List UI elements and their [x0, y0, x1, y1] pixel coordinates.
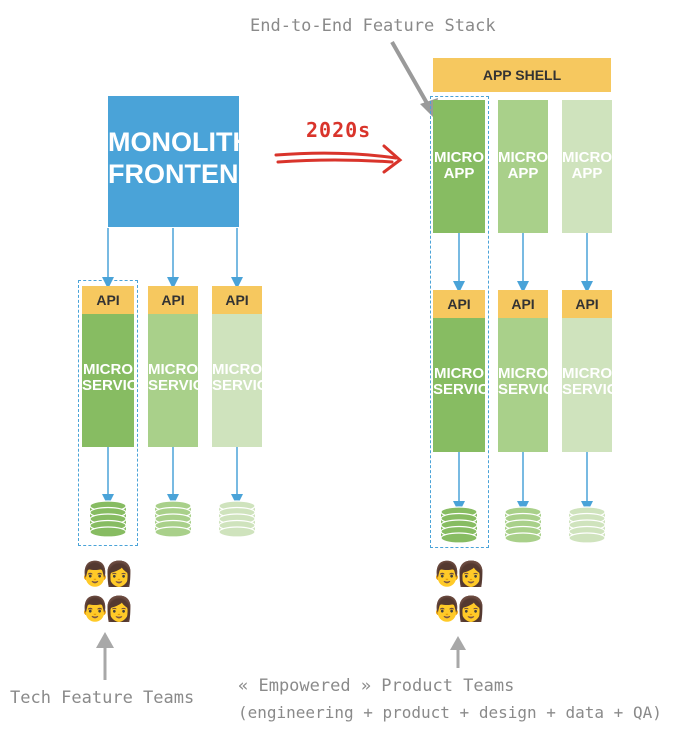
- api-label: API: [212, 286, 262, 314]
- database-icon: [218, 500, 256, 538]
- app-shell: APP SHELL: [433, 58, 611, 92]
- api-label: API: [433, 290, 485, 318]
- micro-app: MICRO APP: [498, 100, 548, 233]
- pointer-arrow: [390, 41, 434, 113]
- micro-service-label: MICRO SERVICE: [562, 365, 628, 398]
- end-to-end-title: End-to-End Feature Stack: [250, 16, 496, 36]
- feature-team-outline: [78, 280, 138, 546]
- micro-service: MICRO SERVICE: [148, 314, 214, 447]
- api-label: API: [148, 286, 198, 314]
- micro-service-label: MICRO SERVICE: [433, 365, 499, 398]
- product-teams-caption: « Empowered » Product Teams: [238, 676, 515, 696]
- database-icon: [568, 506, 606, 544]
- database-icon: [89, 500, 127, 538]
- micro-service-label: MICRO SERVICE: [82, 361, 148, 394]
- micro-service-label: MICRO SERVICE: [212, 361, 278, 394]
- micro-service: MICRO SERVICE: [433, 318, 499, 452]
- monolith-frontend: MONOLITH FRONTEND: [108, 96, 258, 227]
- micro-service: MICRO SERVICE: [212, 314, 278, 447]
- api-label: API: [82, 286, 134, 314]
- micro-service-label: MICRO SERVICE: [148, 361, 214, 394]
- micro-app-label: MICRO APP: [498, 149, 548, 182]
- micro-service: MICRO SERVICE: [498, 318, 564, 452]
- micro-service: MICRO SERVICE: [562, 318, 628, 452]
- database-icon: [154, 500, 192, 538]
- micro-app-label: MICRO APP: [434, 149, 484, 182]
- end-to-end-stack-outline: [430, 96, 489, 548]
- micro-app-label: MICRO APP: [562, 149, 612, 182]
- micro-service: MICRO SERVICE: [82, 314, 148, 447]
- app-shell-label: APP SHELL: [482, 67, 562, 83]
- api-label: API: [562, 290, 612, 318]
- micro-app: MICRO APP: [562, 100, 612, 233]
- era-label: 2020s: [306, 118, 372, 142]
- tech-feature-teams-caption: Tech Feature Teams: [10, 688, 195, 708]
- product-teams-subcaption: (engineering + product + design + data +…: [238, 703, 662, 722]
- micro-app: MICRO APP: [433, 100, 485, 233]
- database-icon: [440, 506, 478, 544]
- monolith-label: MONOLITH FRONTEND: [108, 127, 258, 189]
- micro-service-label: MICRO SERVICE: [498, 365, 564, 398]
- api-label: API: [498, 290, 548, 318]
- database-icon: [504, 506, 542, 544]
- transition-arrow: [274, 144, 403, 174]
